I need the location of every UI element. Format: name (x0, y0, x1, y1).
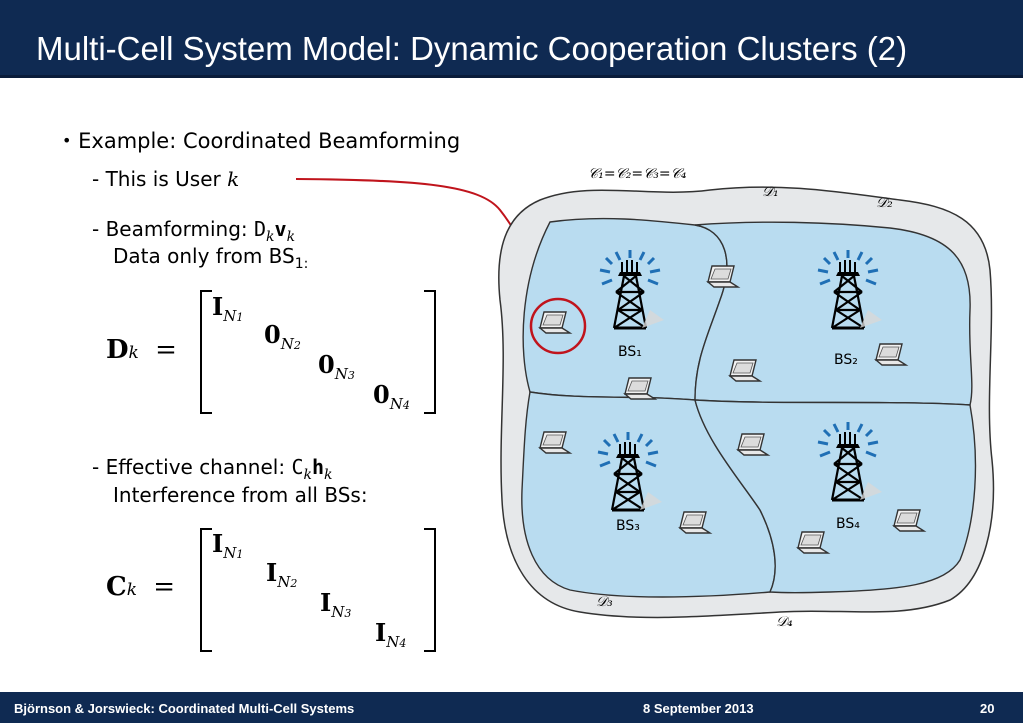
footer-page-number: 20 (980, 701, 995, 716)
matrix-d-entry-2: 0N2 (264, 320, 301, 353)
item-data-only: Data only from BS1: (113, 244, 309, 273)
matrix-d-entry-3: 0N3 (318, 350, 355, 383)
network-diagram: BS₁ BS₂ BS₃ BS₄ 𝒞₁=𝒞₂=𝒞₃=𝒞₄ 𝒟₁ 𝒟₂ 𝒟₃ 𝒟₄ (498, 166, 995, 630)
matrix-d-entry-1: IN1 (212, 292, 244, 325)
matrix-c-entry-3: IN3 (320, 588, 352, 621)
beamforming-d: D (254, 217, 267, 241)
item-user-k: - This is User k (92, 168, 239, 191)
title-bar: Multi-Cell System Model: Dynamic Coopera… (0, 0, 1023, 78)
footer-authors: Björnson & Jorswieck: Coordinated Multi-… (14, 701, 355, 716)
footer-bar: Björnson & Jorswieck: Coordinated Multi-… (0, 692, 1023, 723)
d1-label: 𝒟₁ (762, 184, 779, 200)
footer-date: 8 September 2013 (643, 701, 754, 716)
matrix-c-entry-4: IN4 (375, 618, 407, 651)
effective-channel-label: - Effective channel: (92, 455, 292, 479)
user-k-highlight-circle (529, 297, 587, 355)
matrix-d-lhs: Dk = (106, 335, 177, 365)
bullet-example: • Example: Coordinated Beamforming (62, 129, 461, 153)
item-user-text: - This is User (92, 167, 228, 191)
beamforming-label: - Beamforming: (92, 217, 254, 241)
channel-c: C (291, 455, 304, 479)
matrix-c-right-bracket (424, 528, 436, 652)
data-only-sub: 1: (294, 256, 309, 272)
user-k-var: k (227, 167, 240, 191)
channel-h: h (311, 455, 325, 479)
d4-label: 𝒟₄ (776, 614, 793, 630)
matrix-c-lhs: Ck = (106, 572, 176, 602)
cell-d4 (694, 399, 977, 594)
data-only-text: Data only from BS (113, 244, 295, 268)
bs4-label: BS₄ (836, 516, 860, 532)
bullet-dot-icon: • (62, 131, 72, 150)
beamforming-v-sub: k (286, 229, 296, 245)
interference-text: Interference from all BSs: (113, 483, 368, 507)
d3-label: 𝒟₃ (596, 594, 613, 610)
beamforming-d-sub: k (266, 229, 275, 245)
bs3-label: BS₃ (616, 518, 640, 534)
matrix-d-entry-4: 0N4 (373, 380, 410, 413)
slide-title: Multi-Cell System Model: Dynamic Coopera… (36, 30, 908, 67)
item-beamforming: - Beamforming: Dkvk (92, 217, 296, 246)
bullet-text: Example: Coordinated Beamforming (78, 129, 461, 153)
channel-h-sub: k (324, 467, 333, 483)
item-effective-channel: - Effective channel: Ckhk (92, 455, 333, 484)
channel-c-sub: k (303, 467, 312, 483)
d2-label: 𝒟₂ (876, 195, 893, 211)
item-interference: Interference from all BSs: (113, 484, 368, 507)
cluster-set-label: 𝒞₁=𝒞₂=𝒞₃=𝒞₄ (588, 166, 687, 182)
bs1-label: BS₁ (618, 344, 642, 360)
matrix-d-right-bracket (424, 290, 436, 414)
matrix-c-entry-2: IN2 (266, 558, 298, 591)
beamforming-v: v (274, 217, 287, 241)
matrix-d-left-bracket (200, 290, 212, 414)
bs2-label: BS₂ (834, 352, 858, 368)
matrix-c-left-bracket (200, 528, 212, 652)
matrix-c-entry-1: IN1 (212, 529, 244, 562)
